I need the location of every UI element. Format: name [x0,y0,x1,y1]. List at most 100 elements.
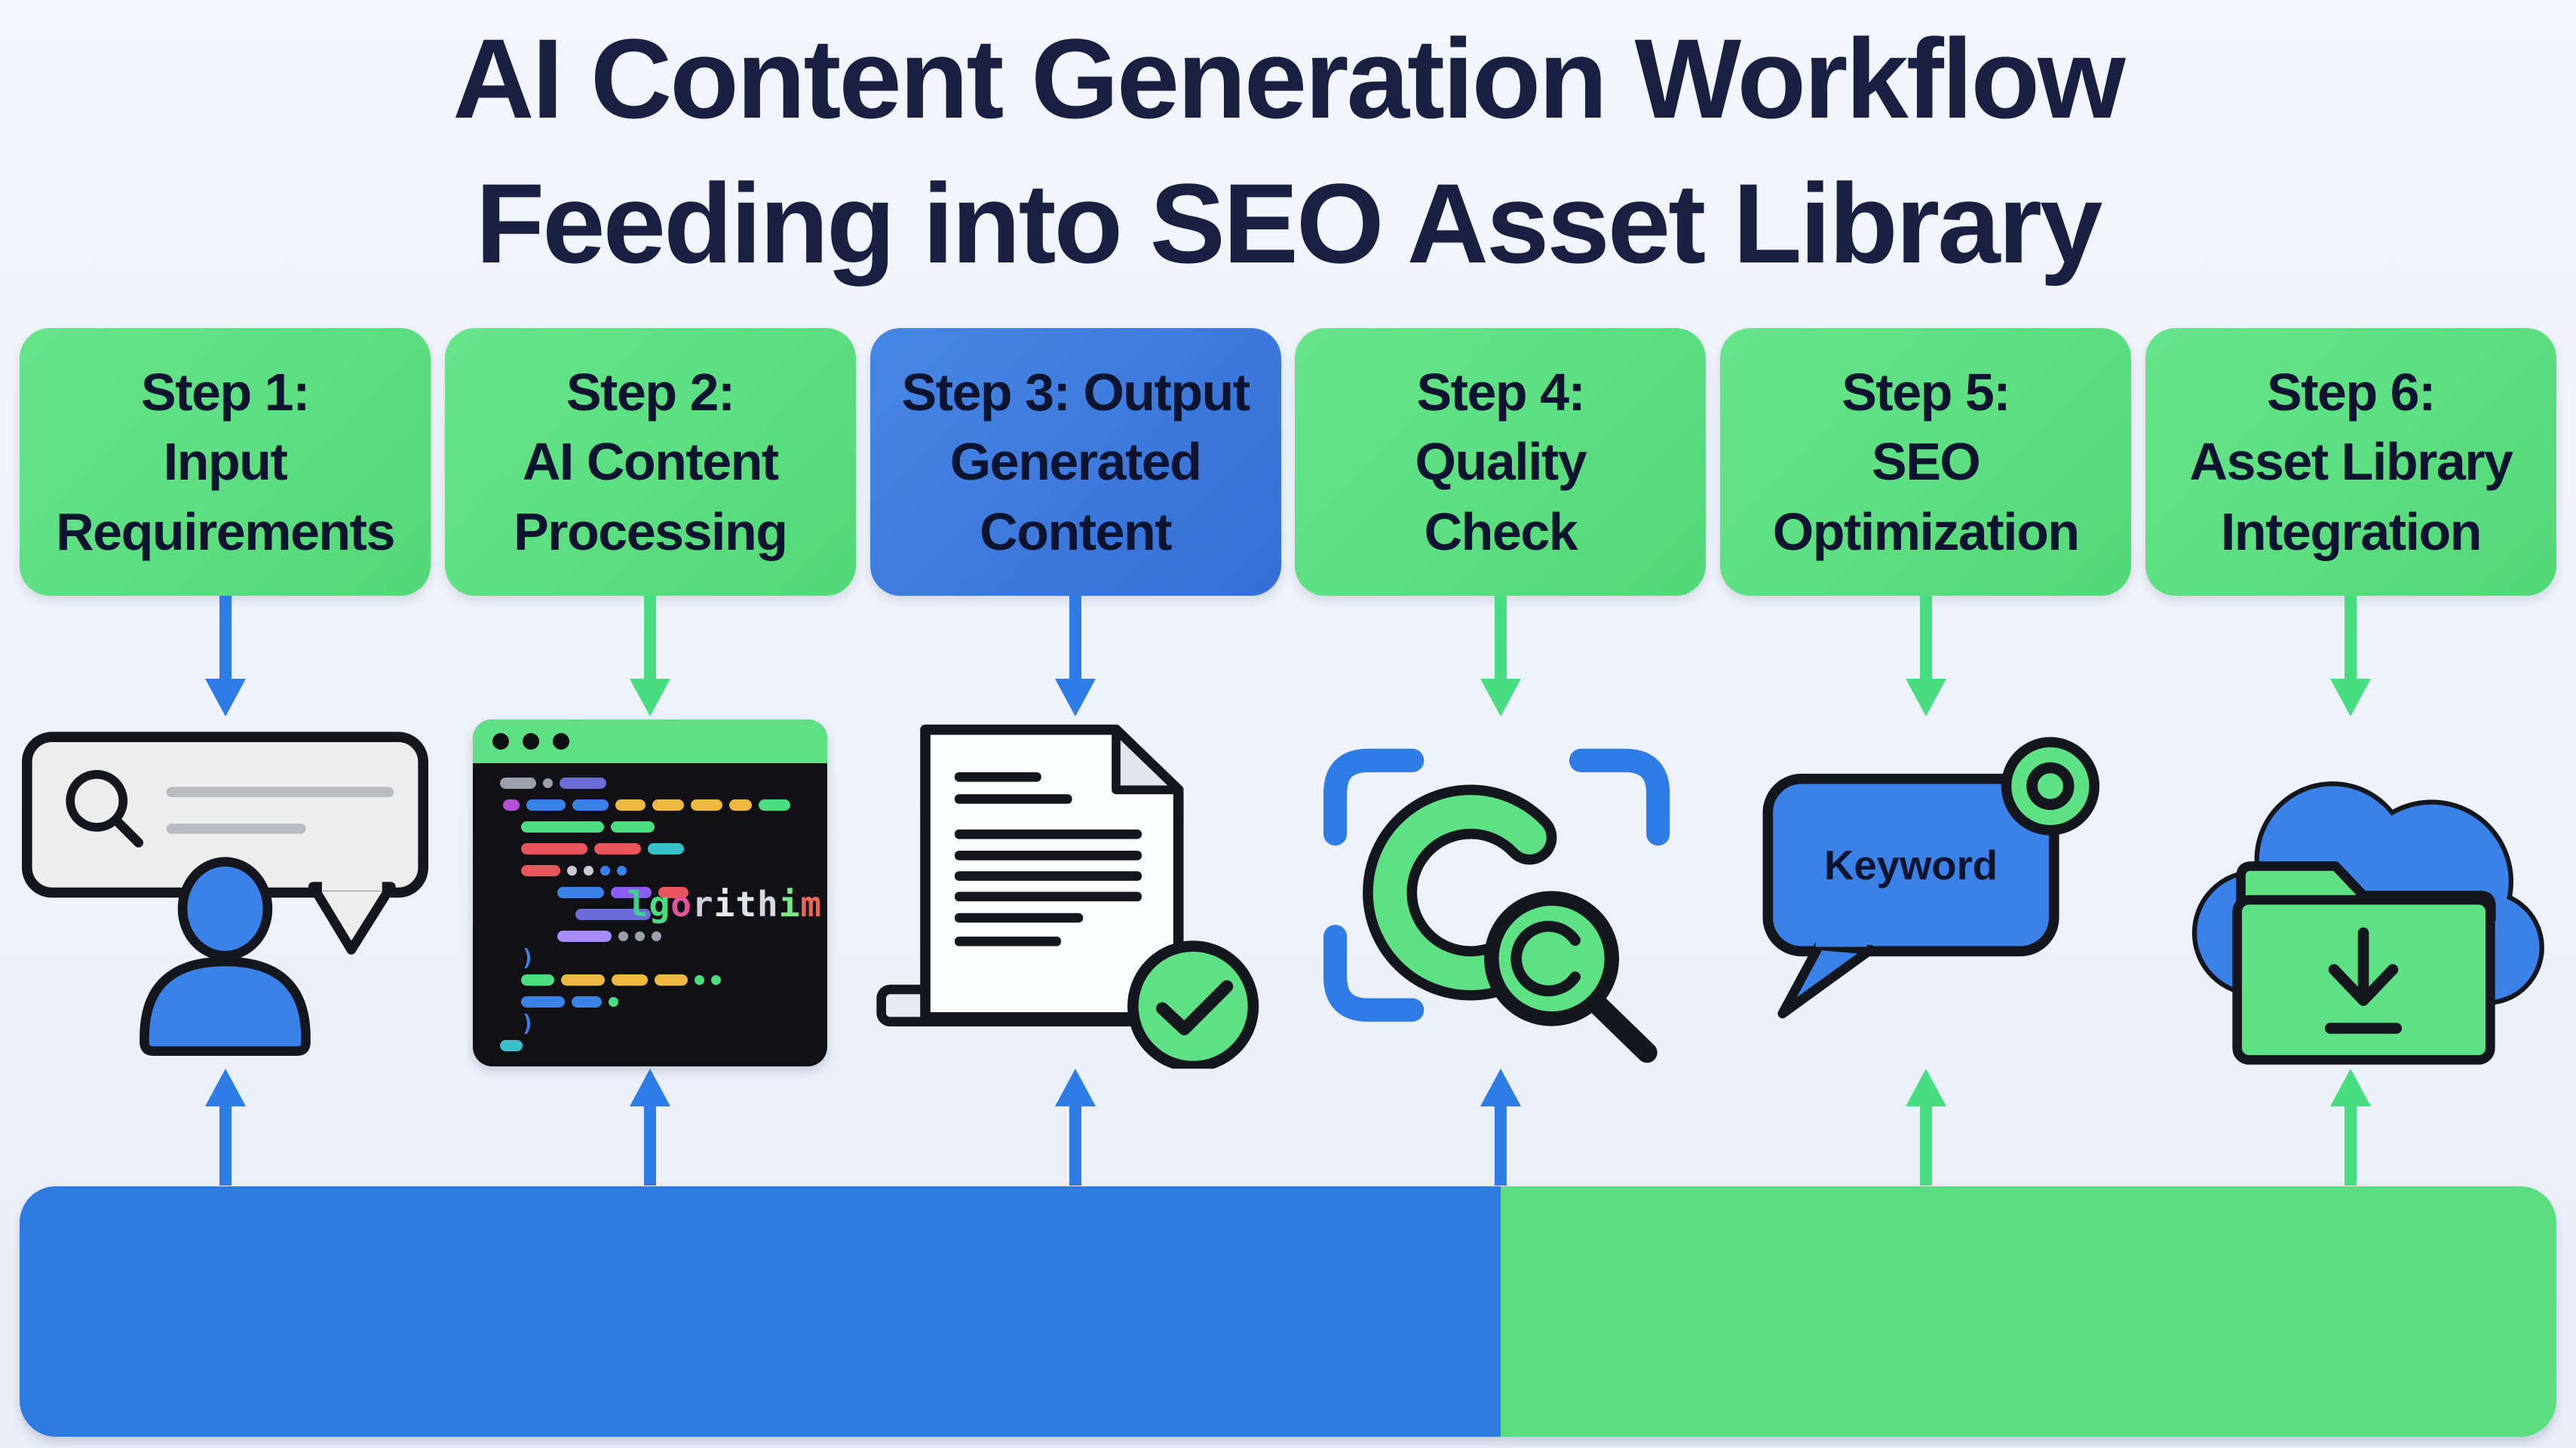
arrow-up-1 [204,1069,246,1186]
arrow-head-icon [1905,679,1946,716]
text-line [954,936,1061,946]
text-line [954,913,1083,923]
code-line [485,794,815,816]
text-line [954,794,1072,804]
arrow-head-icon [1480,679,1521,716]
magnifier-lens [1484,891,1620,1026]
page-title: AI Content Generation Workflow Feeding i… [0,6,2576,296]
step-6-line1: Step 6: [2267,362,2436,422]
step-3-line1: Step 3: Output [901,362,1251,422]
text-line [954,829,1142,839]
algorithm-text: lgorithim [627,884,823,925]
code-line: ) [520,1011,535,1037]
seo-optimization-icon: Keyword [1720,716,2131,1069]
arrow-up-3 [1055,1069,1096,1186]
step-box-5: Step 5: SEO Optimization [1720,328,2132,596]
keyword-bubble [1762,773,2059,957]
scan-bracket-top-right [1569,748,1670,846]
code-line [485,860,815,882]
arrow-down-5 [1905,596,1946,716]
target-badge-icon [2001,737,2100,836]
scan-magnifier-icon [1323,748,1670,1063]
search-icon [66,770,128,832]
editor-code-area: )) [473,763,827,1057]
step-6-line3: Integration [2220,502,2482,561]
arrow-down-4 [1480,596,1521,716]
step-1-line2: Input [163,432,288,492]
code-editor-window: )) lgorithim [472,719,827,1066]
arrow-head-icon [1055,679,1096,716]
step-5-line3: Optimization [1772,502,2080,561]
text-line [954,851,1142,861]
magnifier-handle [1585,992,1658,1063]
arrow-head-icon [2330,679,2372,716]
pipeline-bar-blue-segment [20,1186,1501,1437]
bubble-tail [308,882,396,955]
arrow-head-icon [630,1069,671,1106]
code-line [485,772,815,794]
arrow-head-icon [1055,1069,1096,1106]
step-6-line2: Asset Library [2189,432,2513,492]
workflow-columns: Step 1: Input Requirements [20,328,2556,1186]
code-line [485,925,815,947]
step-2-line3: Processing [514,502,788,561]
workflow-column-5: Step 5: SEO Optimization Keyword [1720,328,2132,1186]
download-arrow-head [2328,964,2399,1006]
code-line [485,903,815,925]
target-badge-inner-ring [2026,762,2075,811]
input-line-1 [166,787,394,798]
check-circle [1127,940,1259,1069]
window-dot-icon [492,733,509,750]
keyword-label: Keyword [1824,842,1998,888]
arrow-head-icon [630,679,671,716]
ai-processing-icon: )) lgorithim [445,716,856,1069]
text-line [954,891,1142,902]
asset-library-icon [2145,716,2556,1069]
code-line [485,882,815,903]
arrow-head-icon [2330,1069,2372,1106]
step-4-line1: Step 4: [1416,362,1585,422]
step-box-1: Step 1: Input Requirements [20,328,431,596]
arrow-down-3 [1055,596,1096,716]
code-line [485,991,815,1013]
code-line [485,1035,815,1057]
workflow-column-1: Step 1: Input Requirements [20,328,431,1186]
bubble-tail-cover [321,879,382,891]
page-title-line2: Feeding into SEO Asset Library [475,160,2103,287]
step-4-line3: Check [1424,502,1578,561]
check-icon [1155,980,1233,1035]
arrow-up-2 [630,1069,671,1186]
step-3-line3: Content [980,502,1172,561]
step-box-3: Step 3: Output Generated Content [869,328,1281,596]
window-dot-icon [522,733,539,750]
user-icon-head [177,857,273,961]
input-line-2 [166,824,306,834]
step-2-line2: AI Content [522,432,779,492]
input-requirements-icon [20,716,431,1069]
generated-content-icon [870,716,1281,1069]
workflow-column-3: Step 3: Output Generated Content [869,328,1281,1186]
step-box-6: Step 6: Asset Library Integration [2145,328,2556,596]
arrow-head-icon [204,1069,246,1106]
page-fold-corner [1111,725,1183,795]
arrow-up-6 [2330,1069,2372,1186]
search-icon-handle [111,814,144,848]
code-line [485,838,815,860]
step-2-line1: Step 2: [566,362,735,422]
arrow-head-icon [1480,1069,1521,1106]
pipeline-bar [20,1186,2556,1437]
user-search-bubble-icon [22,732,428,1056]
copyright-c-icon [1510,921,1581,997]
pipeline-bar-green-segment [1500,1186,2556,1437]
step-box-4: Step 4: Quality Check [1295,328,1707,596]
code-line [485,969,815,991]
arrow-down-2 [630,596,671,716]
copyright-ring [1373,795,1547,990]
editor-titlebar [472,719,827,763]
arrow-up-4 [1480,1069,1521,1186]
scan-bracket-bottom-left [1323,925,1424,1022]
quality-check-icon [1295,716,1706,1069]
window-dot-icon [552,733,569,750]
step-1-line3: Requirements [56,502,395,561]
arrow-head-icon [204,679,246,716]
